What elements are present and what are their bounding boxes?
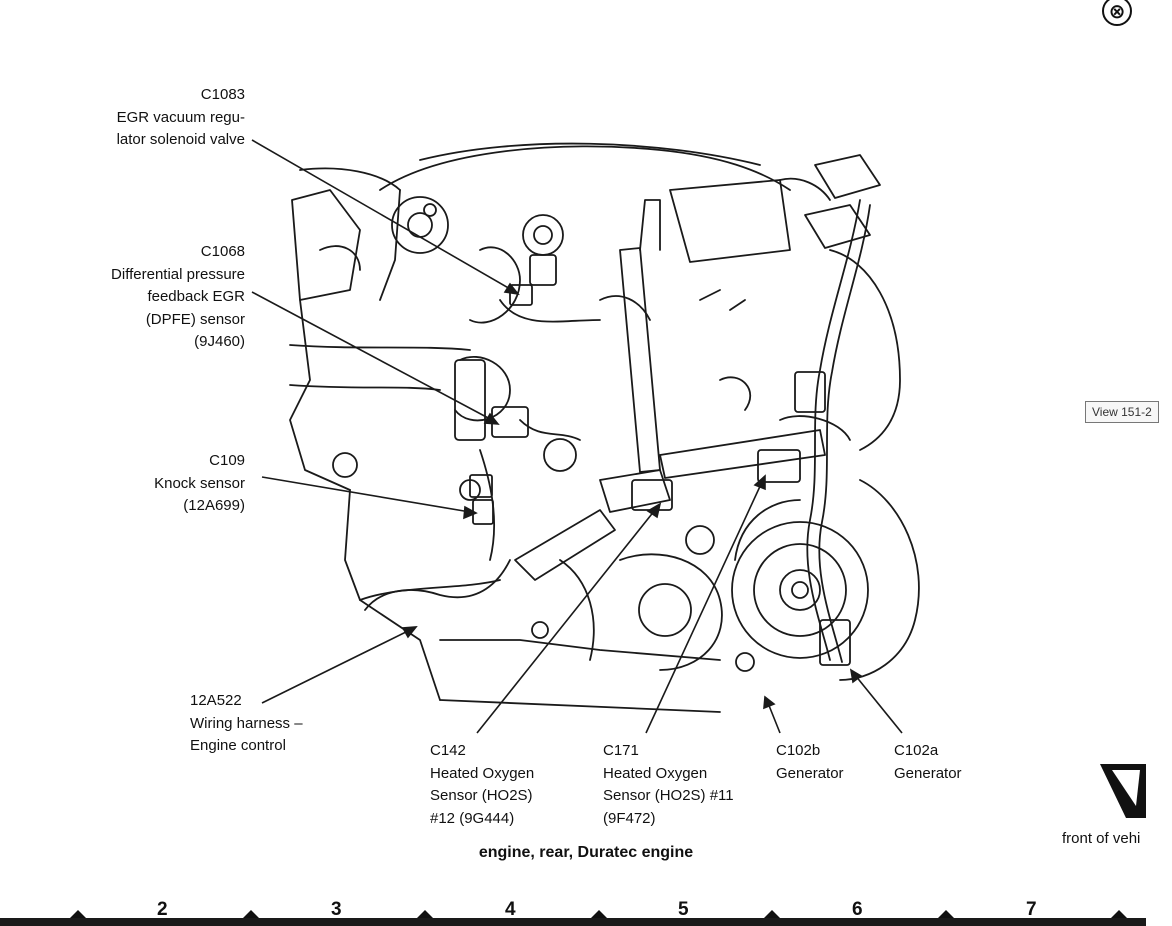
- callout-text: #12 (9G444): [430, 809, 515, 827]
- leader-c1068: [251, 291, 493, 421]
- leader-lines: [251, 139, 903, 734]
- callout-text: Generator: [894, 764, 962, 782]
- ruler-number: 6: [852, 899, 863, 920]
- callout-text: Sensor (HO2S): [430, 787, 533, 804]
- close-icon: ⊗: [1108, 0, 1126, 23]
- callout-text: Heated Oxygen: [603, 764, 708, 782]
- leader-c1083-arrow: [503, 282, 520, 296]
- leader-c171: [645, 481, 763, 734]
- leader-c109-arrow: [463, 505, 478, 520]
- leader-c142: [476, 509, 656, 734]
- leader-c1083: [251, 139, 513, 291]
- callout-code: C1083: [200, 86, 245, 103]
- leader-c102b-arrow: [763, 695, 776, 710]
- callout-text: Wiring harness –: [190, 714, 303, 732]
- callout-code: C109: [209, 452, 245, 469]
- ruler-number: 4: [505, 899, 516, 920]
- callout-c102b: C102b Generator: [776, 740, 844, 785]
- close-button[interactable]: ⊗: [1102, 0, 1132, 26]
- leader-12a522-arrow: [401, 626, 418, 639]
- callout-c102a: C102a Generator: [894, 740, 962, 785]
- engine-line-art: [289, 142, 920, 713]
- callout-code: C102b: [776, 742, 821, 759]
- callout-c1083: C1083 EGR vacuum regu- lator solenoid va…: [117, 84, 245, 152]
- callout-12a522: 12A522 Wiring harness – Engine control: [190, 690, 303, 758]
- leader-c102a-arrow: [849, 668, 863, 684]
- view-reference-tag: View 151-2: [1085, 401, 1159, 423]
- callout-text: Heated Oxygen: [430, 764, 535, 782]
- ruler-number: 7: [1026, 899, 1037, 920]
- callout-code: C1068: [200, 243, 245, 260]
- ruler-bar: [0, 918, 1146, 926]
- callout-text: Generator: [776, 764, 844, 782]
- callout-c109: C109 Knock sensor (12A699): [154, 450, 245, 518]
- callout-text: Differential pressure: [111, 265, 245, 283]
- callout-text: (9F472): [603, 809, 656, 827]
- leader-c102a: [854, 674, 903, 734]
- diagram-caption: engine, rear, Duratec engine: [478, 844, 694, 861]
- callout-text: lator solenoid valve: [116, 131, 245, 148]
- leader-c109: [261, 476, 471, 513]
- callout-c1068: C1068 Differential pressure feedback EGR…: [111, 241, 245, 354]
- callout-text: Knock sensor: [154, 474, 245, 492]
- leader-c102b: [767, 702, 781, 734]
- ruler-number: 3: [331, 899, 342, 920]
- callout-code: C102a: [894, 742, 939, 759]
- leader-12a522: [261, 629, 411, 704]
- ruler-ticks: [70, 910, 1127, 918]
- ruler-number: 5: [678, 899, 689, 920]
- leader-c171-arrow: [753, 474, 766, 491]
- leader-c1068-arrow: [483, 412, 500, 425]
- callout-text: (DPFE) sensor: [145, 310, 245, 328]
- leader-c142-arrow: [646, 502, 662, 519]
- callout-text: EGR vacuum regu-: [116, 108, 245, 126]
- callout-code: 12A522: [190, 692, 242, 709]
- ruler-number: 2: [157, 899, 168, 920]
- callout-text: (12A699): [183, 497, 245, 514]
- callout-text: feedback EGR: [147, 288, 245, 305]
- callout-c171: C171 Heated Oxygen Sensor (HO2S) #11 (9F…: [603, 740, 734, 830]
- front-arrow-icon: [1100, 764, 1146, 818]
- callout-text: Sensor (HO2S) #11: [603, 787, 734, 804]
- callout-text: (9J460): [194, 333, 245, 350]
- callout-c142: C142 Heated Oxygen Sensor (HO2S) #12 (9G…: [430, 740, 534, 830]
- front-of-vehicle-label: front of vehi: [1062, 830, 1141, 847]
- callout-code: C171: [603, 742, 639, 759]
- callout-code: C142: [430, 742, 466, 759]
- callout-text: Engine control: [190, 737, 286, 754]
- engine-illustration: [70, 139, 1146, 918]
